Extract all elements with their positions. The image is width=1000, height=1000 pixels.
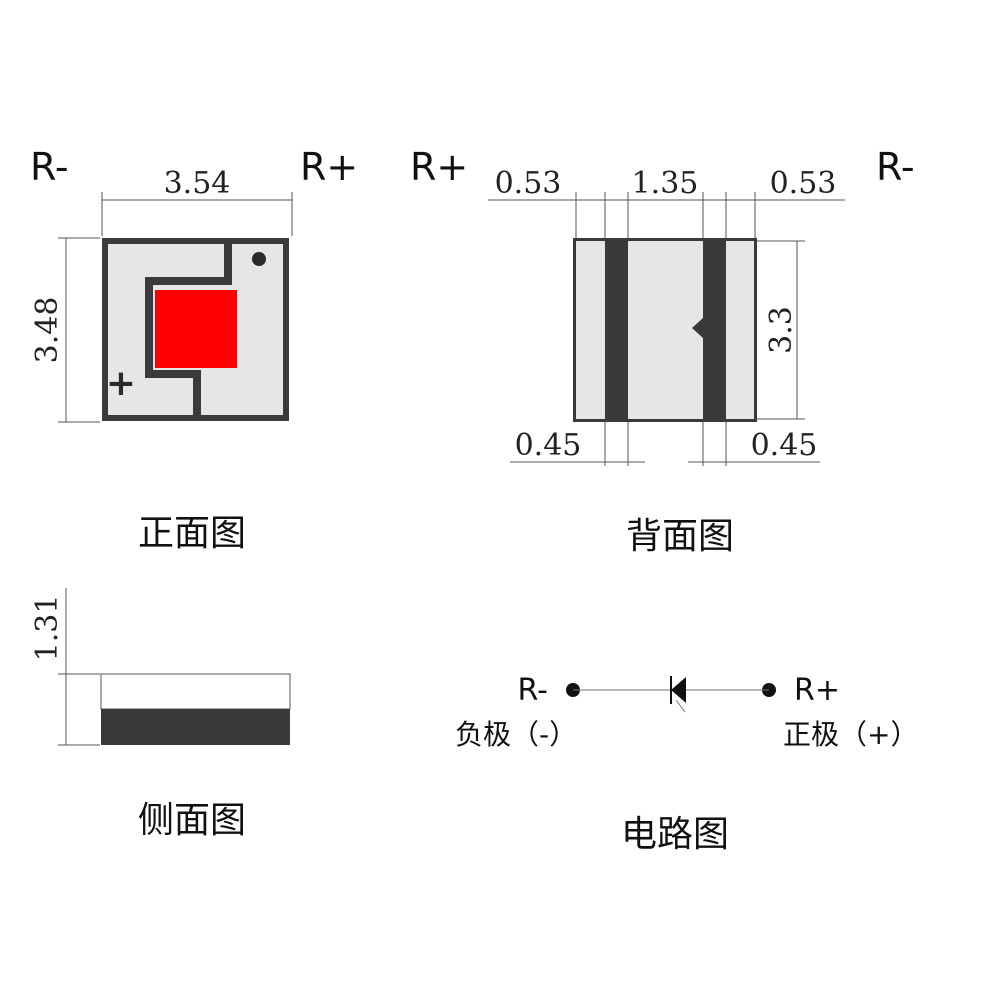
front-width-value: 3.54	[164, 166, 231, 201]
circuit-right-polarity: 正极（+）	[783, 718, 918, 751]
back-dim-bottom-left: 0.45	[515, 428, 582, 463]
front-height-dimension: 3.48	[30, 237, 100, 423]
front-view: R- R+ 3.54 3.48 + 正面图	[30, 145, 358, 554]
circuit-caption: 电路图	[621, 814, 729, 855]
back-dim-bottom-right: 0.45	[751, 428, 818, 463]
front-caption: 正面图	[138, 513, 246, 554]
back-caption: 背面图	[626, 516, 734, 557]
back-pad-right	[703, 241, 726, 419]
front-height-value: 3.48	[30, 297, 65, 364]
back-package-body	[576, 241, 754, 419]
front-pad-trace	[145, 244, 232, 421]
side-view: 1.31 侧面图	[30, 588, 291, 841]
back-pad-left	[605, 241, 628, 419]
front-polarity-plus: +	[106, 363, 136, 404]
back-dim-top-right: 0.53	[770, 166, 837, 201]
back-label-r-plus: R+	[410, 145, 468, 189]
back-bottom-dimensions: 0.45 0.45	[510, 422, 820, 466]
front-label-r-minus: R-	[30, 145, 69, 189]
back-dim-top-left: 0.53	[495, 166, 562, 201]
side-height-value: 1.31	[30, 595, 65, 662]
back-dim-top-mid: 1.35	[632, 166, 699, 201]
diode-icon	[670, 676, 686, 713]
circuit-diagram: R- R+ 负极（-） 正极（+） 电路图	[455, 673, 918, 855]
front-width-dimension: 3.54	[101, 166, 293, 236]
side-height-dimension: 1.31	[30, 588, 100, 746]
circuit-right-terminal: R+	[794, 673, 840, 708]
side-substrate-layer	[101, 709, 290, 745]
side-caption: 侧面图	[138, 800, 246, 841]
circuit-left-terminal: R-	[518, 673, 548, 708]
back-label-r-minus: R-	[876, 145, 915, 189]
led-chip	[155, 290, 237, 368]
polarity-dot-icon	[252, 252, 266, 266]
circuit-left-polarity: 负极（-）	[455, 718, 577, 751]
front-label-r-plus: R+	[300, 145, 358, 189]
back-top-dimensions: 0.53 1.35 0.53	[488, 166, 845, 238]
side-lens-layer	[100, 673, 291, 710]
back-polarity-notch-icon	[692, 318, 703, 338]
back-view: R+ R- 0.53 1.35 0.53 3.3	[410, 145, 915, 557]
back-height-dimension: 3.3	[757, 240, 805, 420]
back-dim-height: 3.3	[764, 306, 799, 354]
